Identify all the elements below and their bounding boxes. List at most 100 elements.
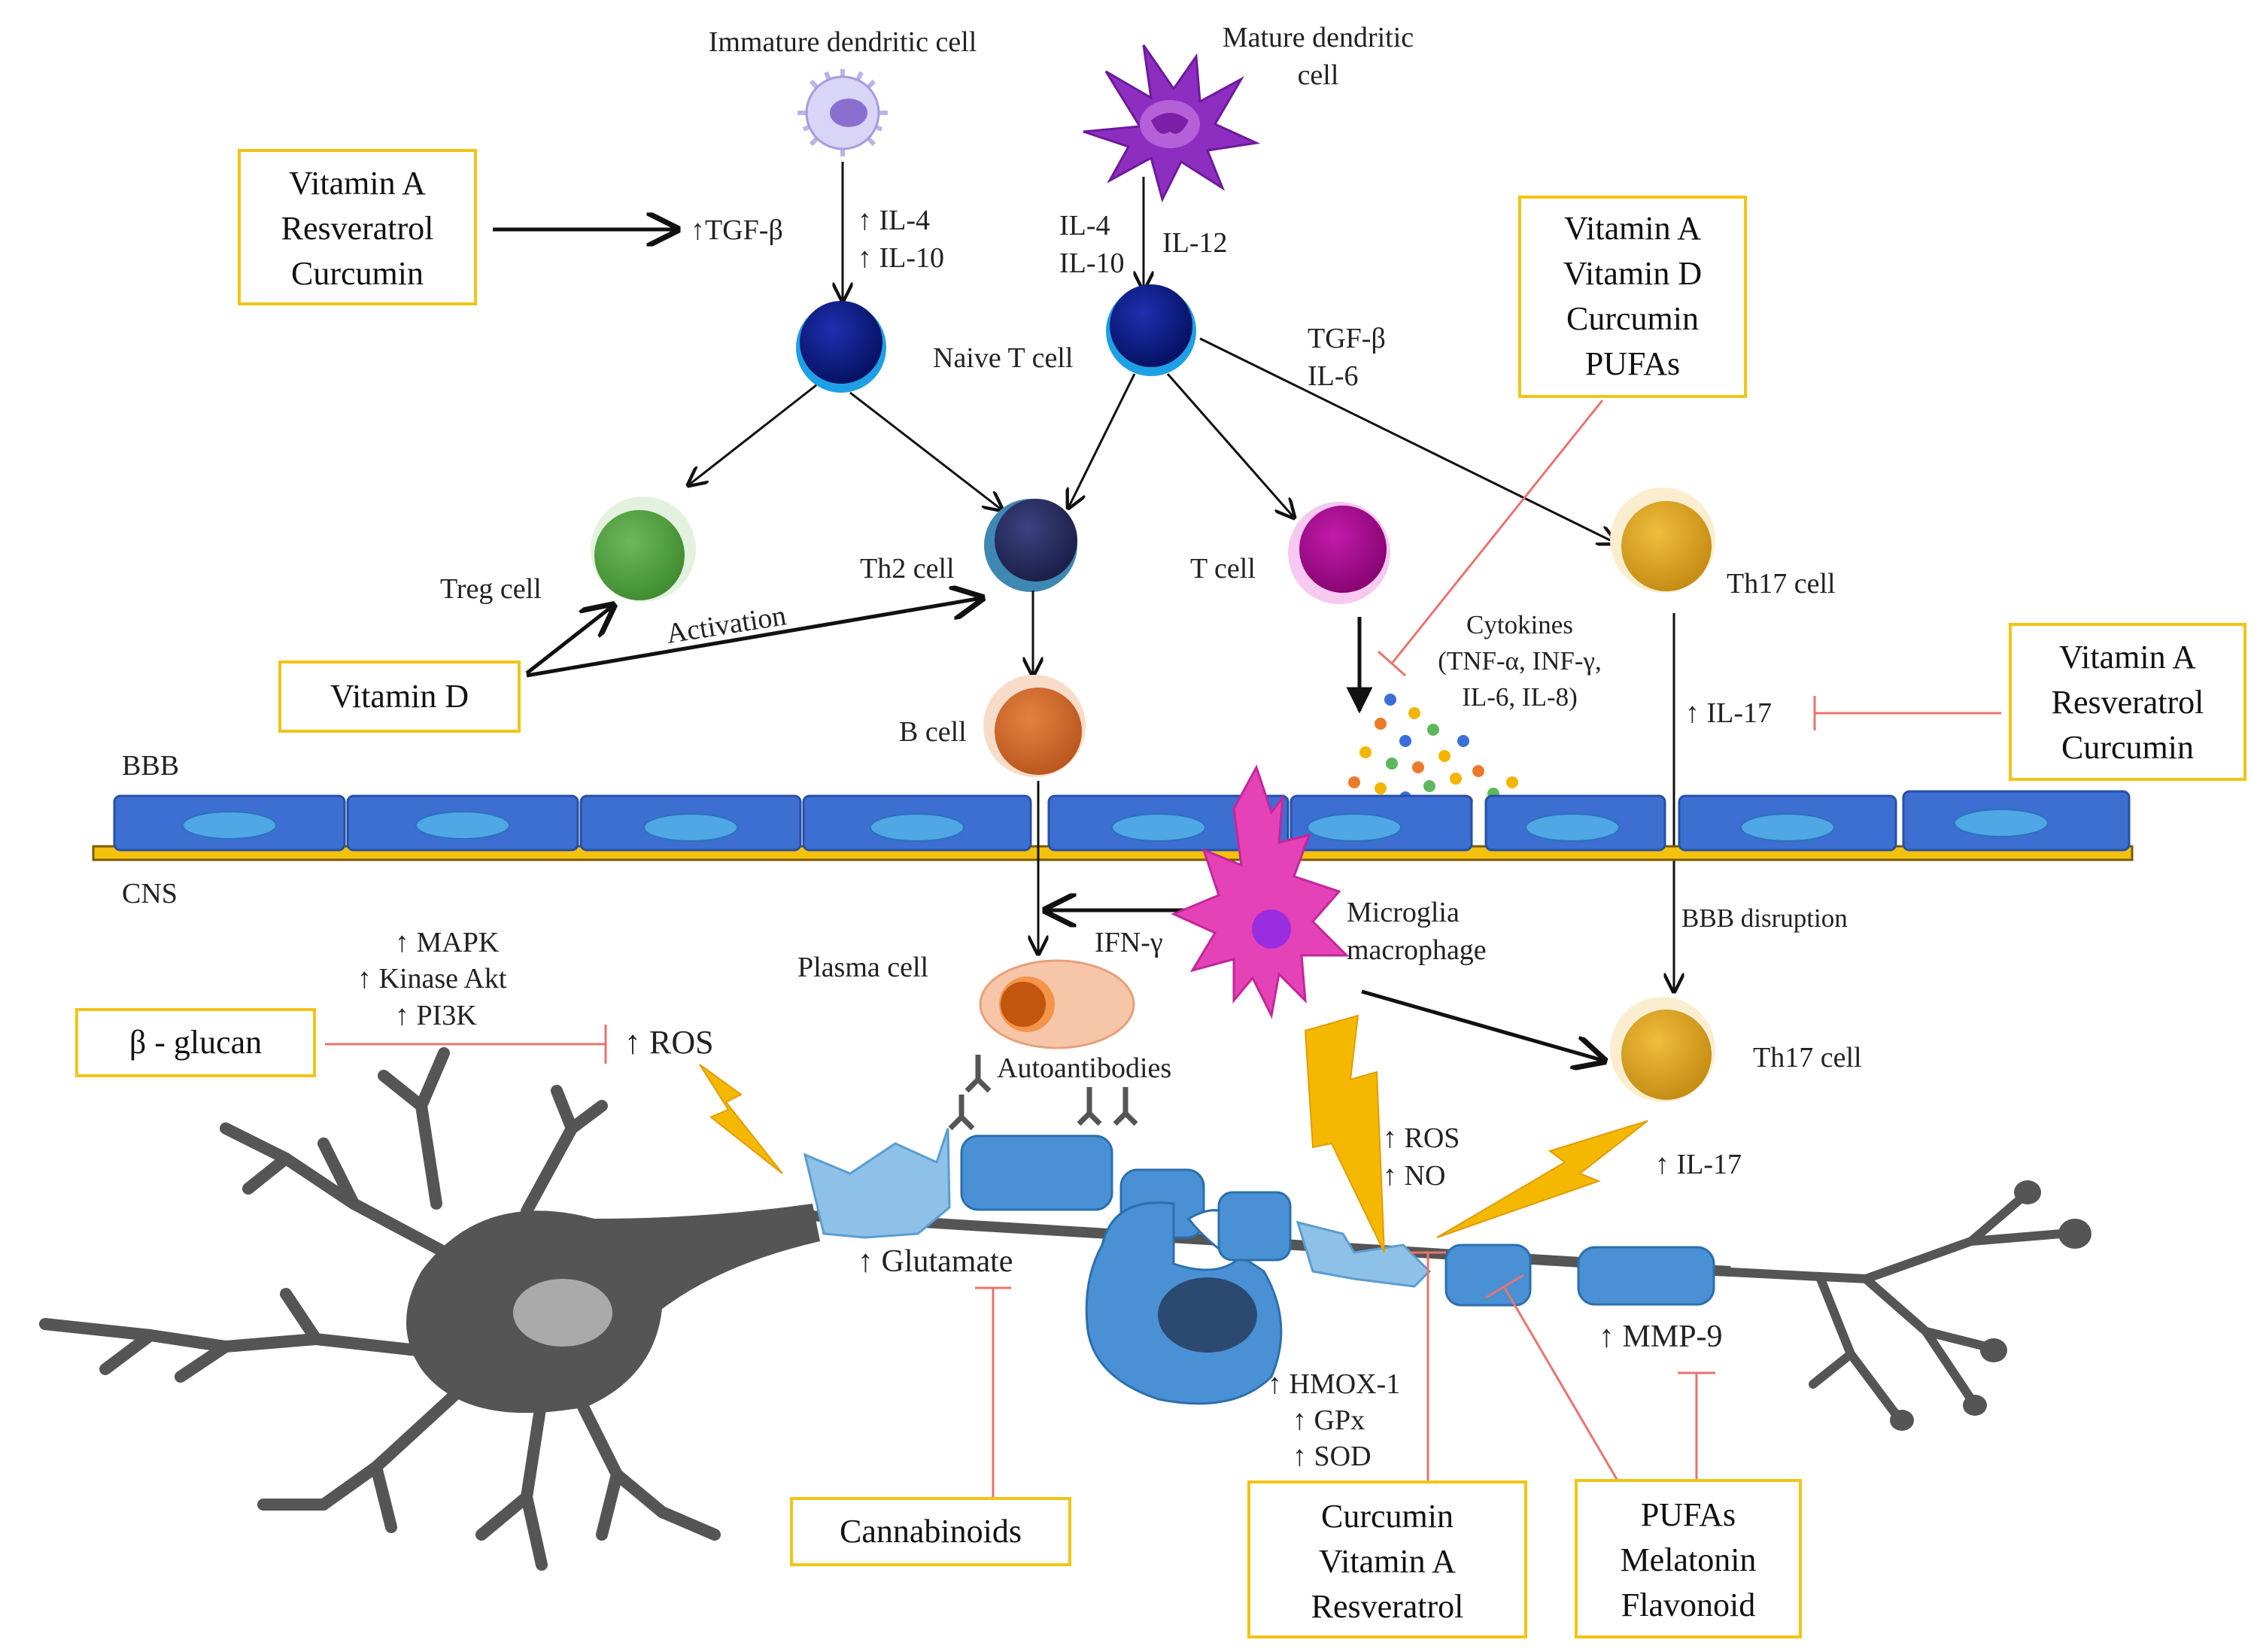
cytokines-label-3: IL-6, IL-8) (1462, 682, 1578, 712)
lightning-bolt-microglia-icon (1304, 1014, 1385, 1253)
box-tl-line1: Vitamin A (289, 165, 426, 202)
arrow-naive-to-th2-right (1068, 373, 1136, 508)
inhibit-beta-glucan-to-ros (325, 1025, 607, 1064)
mature-dendritic-cell (1083, 44, 1261, 203)
box-beta-glucan-text: β - glucan (129, 1024, 262, 1061)
arrow-vitd-to-treg (525, 606, 613, 675)
box-br-line1: PUFAs (1641, 1496, 1736, 1533)
arrow-naive-to-t (1166, 373, 1294, 518)
arrow-microglia-to-th17 (1361, 989, 1604, 1061)
naive-t-cell-left (796, 301, 886, 393)
sod-label: ↑ SOD (1293, 1441, 1372, 1472)
cytokines-label-1: Cytokines (1466, 610, 1573, 639)
th17-top-label: Th17 cell (1727, 568, 1836, 600)
microglia-label-1: Microglia (1347, 897, 1460, 928)
inhibit-pufas-box-to-mmp9 (1678, 1371, 1715, 1480)
il10-label: IL-10 (1059, 247, 1125, 279)
box-bm-line2: Vitamin A (1319, 1543, 1456, 1580)
il17-bottom-label: ↑ IL-17 (1655, 1149, 1742, 1180)
box-r-line1: Vitamin A (2059, 639, 2196, 676)
il10-up-label: ↑ IL-10 (858, 242, 944, 274)
b-cell (983, 675, 1086, 777)
b-cell-label: B cell (899, 716, 967, 748)
t-cell-label: T cell (1190, 553, 1256, 585)
mature-dc-label-2: cell (1298, 59, 1339, 91)
box-r-line3: Curcumin (2061, 729, 2194, 766)
bbb-disruption-label: BBB disruption (1681, 903, 1848, 933)
inhibit-right-box-to-il17 (1813, 696, 2001, 730)
mature-dc-label-1: Mature dendritic (1223, 22, 1414, 53)
plasma-label: Plasma cell (797, 952, 928, 983)
arrow-naive-to-th17 (1199, 337, 1616, 543)
pi3k-label: ↑ PI3K (395, 1000, 477, 1031)
il4-up-label: ↑ IL-4 (858, 205, 930, 236)
ros-left-label: ↑ ROS (624, 1024, 714, 1061)
inhibit-pufas-box-to-axon (1485, 1274, 1619, 1481)
il17-top-label: ↑ IL-17 (1685, 697, 1772, 729)
box-tr-line4: PUFAs (1585, 345, 1680, 382)
autoantibodies-label: Autoantibodies (997, 1052, 1171, 1084)
box-tr-line3: Curcumin (1566, 300, 1699, 337)
treg-label: Treg cell (440, 573, 542, 605)
box-bm-line1: Curcumin (1321, 1498, 1454, 1535)
microglia-label-2: macrophage (1347, 934, 1487, 966)
il4-label: IL-4 (1059, 210, 1110, 241)
myelin-sheath (803, 1128, 1715, 1405)
immature-dc-label: Immature dendritic cell (709, 26, 977, 58)
inhibit-box-to-cytokines (1378, 399, 1604, 677)
tgfb-up-label: ↑TGF-β (691, 214, 783, 246)
cns-label: CNS (122, 878, 178, 910)
mapk-label: ↑ MAPK (395, 927, 500, 958)
box-tl-line2: Resveratrol (281, 210, 434, 247)
box-vitA-resv-curc-top: Vitamin A Resveratrol Curcumin (238, 149, 477, 305)
il6-label: IL-6 (1308, 360, 1359, 392)
box-bm-line3: Resveratrol (1311, 1588, 1464, 1625)
box-beta-glucan: β - glucan (75, 1008, 316, 1077)
plasma-cell (979, 959, 1135, 1049)
blood-brain-barrier (92, 790, 2134, 861)
ifng-label: IFN-γ (1095, 927, 1163, 958)
immature-dendritic-cell (797, 69, 888, 156)
th2-cell (984, 499, 1077, 592)
box-vitd-text: Vitamin D (330, 678, 469, 715)
gpx-label: ↑ GPx (1293, 1405, 1365, 1436)
lightning-bolt-th17-icon (1436, 1120, 1648, 1238)
arrow-vitd-to-th2 (526, 598, 982, 678)
inhibit-curcumin-box-to-axon (1410, 1251, 1446, 1482)
box-tr-line2: Vitamin D (1563, 255, 1702, 292)
neuron (39, 1047, 2091, 1571)
box-vitA-vitD-curc-pufa: Vitamin A Vitamin D Curcumin PUFAs (1518, 196, 1747, 398)
th2-label: Th2 cell (860, 553, 955, 585)
mmp9-label: ↑ MMP-9 (1599, 1319, 1723, 1354)
lightning-bolt-left-icon (699, 1064, 783, 1174)
box-cannabinoids-text: Cannabinoids (840, 1513, 1022, 1550)
box-tr-line1: Vitamin A (1564, 210, 1701, 247)
box-cannabinoids: Cannabinoids (790, 1497, 1071, 1566)
bbb-label: BBB (122, 750, 179, 782)
arrow-naive-to-treg (688, 384, 817, 485)
box-pufas-melatonin-flavonoid: PUFAs Melatonin Flavonoid (1575, 1479, 1802, 1638)
treg-cell (591, 497, 696, 602)
th17-bottom-label: Th17 cell (1753, 1042, 1862, 1073)
tgfb-label: TGF-β (1308, 323, 1386, 354)
hmox-label: ↑ HMOX-1 (1268, 1368, 1400, 1400)
box-r-line2: Resveratrol (2052, 684, 2204, 721)
cytokines-label-2: (TNF-α, INF-γ, (1438, 646, 1602, 676)
naive-t-cell-right (1106, 284, 1196, 376)
no-label: ↑ NO (1383, 1160, 1445, 1192)
ros-right-label: ↑ ROS (1383, 1122, 1460, 1154)
box-br-line2: Melatonin (1621, 1541, 1757, 1578)
il12-label: IL-12 (1162, 227, 1228, 259)
box-vitamin-d: Vitamin D (278, 660, 521, 733)
th17-cell-top (1610, 487, 1715, 593)
akt-label: ↑ Kinase Akt (357, 963, 507, 995)
antibody-icons (948, 1055, 1138, 1131)
box-curc-vitA-resv-bottom: Curcumin Vitamin A Resveratrol (1247, 1480, 1527, 1638)
arrow-naive-to-th2-left (849, 391, 1002, 510)
th17-cell-bottom (1610, 997, 1715, 1102)
box-tl-line3: Curcumin (291, 255, 424, 292)
glutamate-label: ↑ Glutamate (858, 1244, 1013, 1279)
box-br-line3: Flavonoid (1621, 1587, 1755, 1623)
